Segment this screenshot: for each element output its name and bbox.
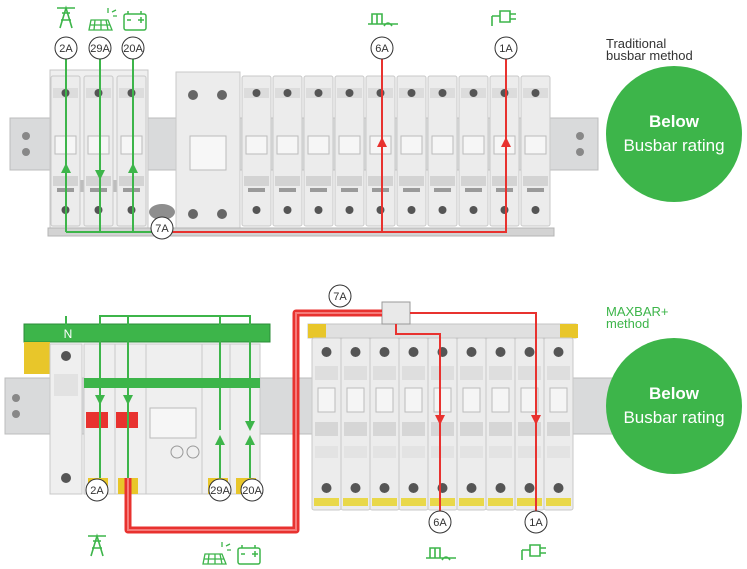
current-total-bottom: 7A xyxy=(333,291,347,303)
yellow-end-cap-right1 xyxy=(308,324,326,338)
current-battery-bottom: 20A xyxy=(242,485,262,497)
busbar-neutral-letter: N xyxy=(64,327,73,341)
traditional-badge-line1: Below xyxy=(648,112,700,131)
current-plug-bottom: 1A xyxy=(529,517,543,529)
junction-connector xyxy=(381,301,411,325)
label-plug-bottom: 1A xyxy=(524,510,548,534)
plug-icon xyxy=(521,544,546,560)
label-heater-top: 6A xyxy=(370,36,394,60)
traditional-label-line2: busbar method xyxy=(606,48,693,63)
maxbar-badge-line2: Busbar rating xyxy=(623,408,725,427)
total-top: 7A xyxy=(150,216,174,240)
label-battery-top: 20A xyxy=(121,36,145,60)
current-panel-bottom: 29A xyxy=(210,485,230,497)
current-solar-bottom: 2A xyxy=(90,485,104,497)
maxbar-badge-line1: Below xyxy=(648,384,700,403)
traditional-label-line1: Traditional xyxy=(606,36,667,51)
yellow-end-cap-right2 xyxy=(560,324,578,338)
traditional-section: 2A 29A 20A 6A 1A xyxy=(9,5,599,240)
plug-icon xyxy=(491,10,516,26)
traditional-badge-line2: Busbar rating xyxy=(623,136,725,155)
maxbar-method-label: MAXBAR+ method xyxy=(606,304,669,331)
water-heater-icon xyxy=(426,547,456,561)
maxbar-section: N xyxy=(4,284,730,565)
solar-tower-icon xyxy=(88,533,106,557)
current-panel-top: 29A xyxy=(90,43,110,55)
solar-panel-icon xyxy=(88,8,117,31)
label-battery-bottom: 20A xyxy=(240,478,264,502)
label-panel-bottom: 29A xyxy=(208,478,232,502)
label-solar-bottom: 2A xyxy=(85,478,109,502)
label-plug-top: 1A xyxy=(494,36,518,60)
yellow-end-cap-left xyxy=(24,342,50,374)
traditional-badge: Below Busbar rating xyxy=(606,66,742,202)
battery-icon xyxy=(237,545,261,565)
label-panel-top: 29A xyxy=(88,36,112,60)
current-plug-top: 1A xyxy=(499,43,513,55)
traditional-method-label: Traditional busbar method xyxy=(606,36,693,63)
current-heater-bottom: 6A xyxy=(433,517,447,529)
maxbar-badge: Below Busbar rating xyxy=(606,338,742,474)
maxbar-label-line1: MAXBAR+ xyxy=(606,304,669,319)
current-total-top: 7A xyxy=(155,223,169,235)
water-heater-icon xyxy=(368,13,398,27)
battery-icon xyxy=(123,11,147,31)
label-solar-top: 2A xyxy=(54,36,78,60)
label-heater-bottom: 6A xyxy=(428,510,452,534)
current-solar-top: 2A xyxy=(59,43,73,55)
current-battery-top: 20A xyxy=(123,43,143,55)
label-total-bottom: 7A xyxy=(328,284,352,308)
cable-gland xyxy=(149,204,175,220)
maxbar-label-line2: method xyxy=(606,316,650,331)
solar-tower-icon xyxy=(57,5,75,29)
current-heater-top: 6A xyxy=(375,43,389,55)
maxbar-busbar xyxy=(23,323,271,343)
solar-panel-icon xyxy=(202,542,231,565)
